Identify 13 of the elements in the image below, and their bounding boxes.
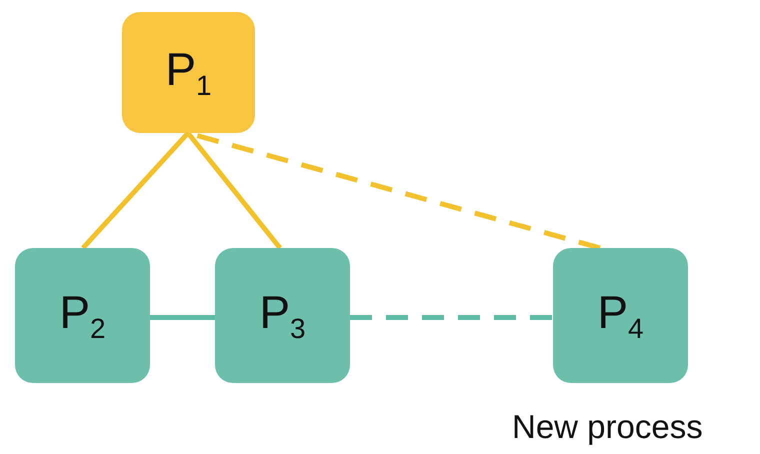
connector-line bbox=[150, 315, 215, 320]
process-label: P$_{1}$ bbox=[165, 46, 212, 100]
process-label: P$_{4}$ bbox=[597, 288, 644, 342]
node-caption: New process bbox=[512, 408, 703, 446]
connector-line bbox=[350, 315, 553, 320]
connector-line bbox=[186, 131, 282, 250]
process-box bbox=[15, 248, 150, 383]
process-box bbox=[122, 12, 255, 133]
connector-line bbox=[81, 131, 190, 250]
process-box bbox=[215, 248, 350, 383]
process-box bbox=[553, 248, 688, 383]
process-label: P$_{2}$ bbox=[59, 288, 106, 342]
process-label: P$_{3}$ bbox=[259, 288, 306, 342]
